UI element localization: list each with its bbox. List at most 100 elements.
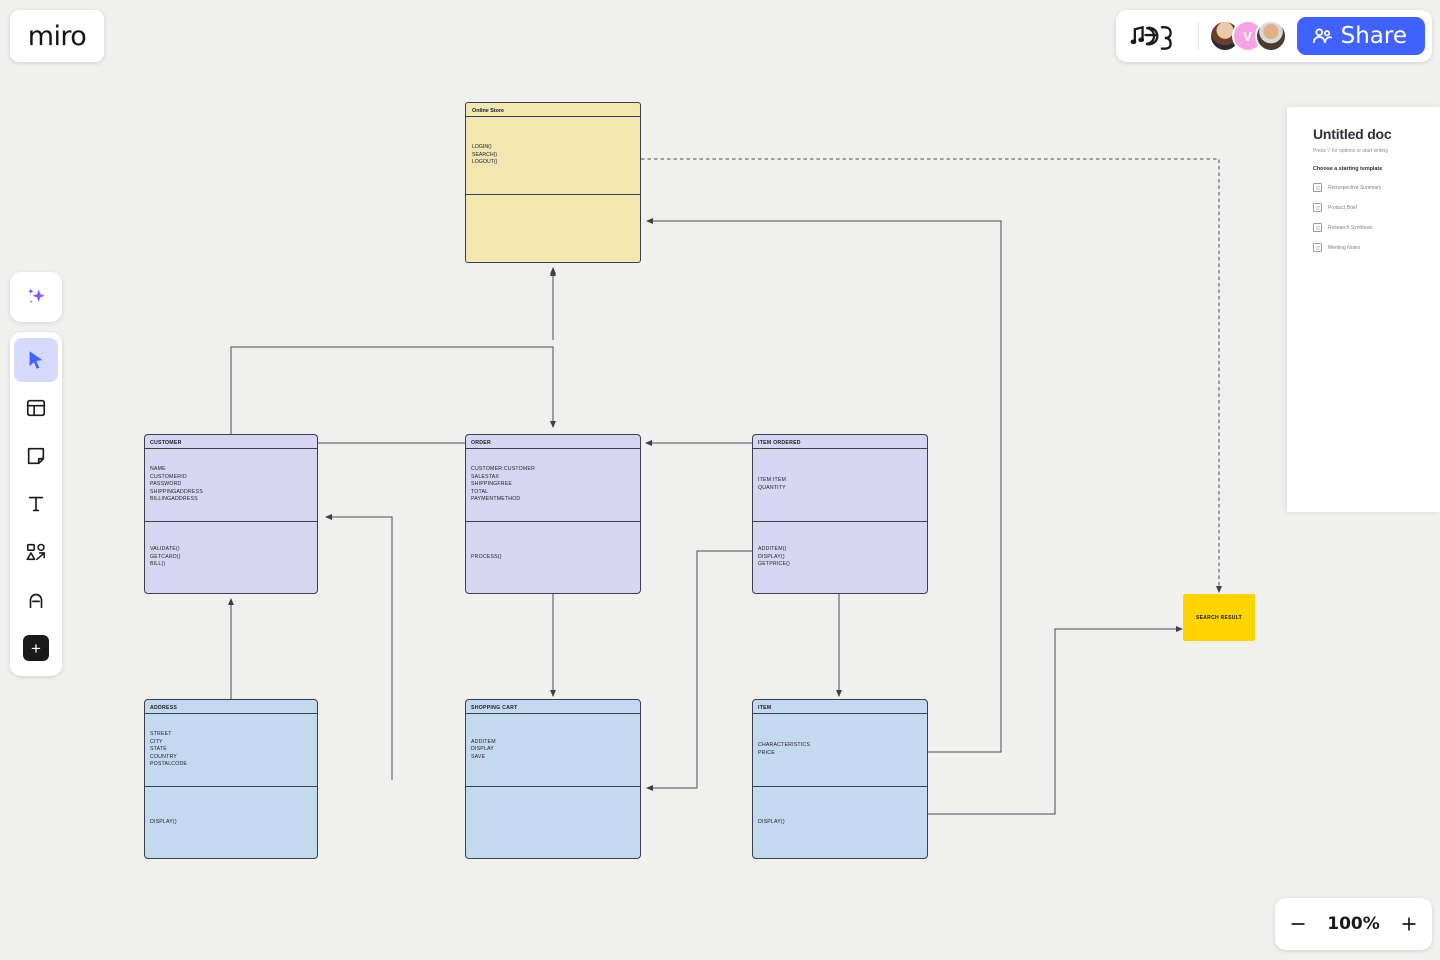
node-attributes: ITEM:ITEM QUANTITY bbox=[753, 449, 927, 522]
attribute-item: CUSTOMER:CUSTOMER bbox=[471, 466, 536, 473]
attribute-item: SAVE bbox=[471, 753, 486, 760]
shapes-tool[interactable] bbox=[14, 530, 58, 574]
node-attributes: CUSTOMER:CUSTOMER SALESTAX SHIPPINGFREE … bbox=[466, 449, 640, 522]
attribute-item: BILLINGADDRESS bbox=[150, 496, 198, 503]
select-tool[interactable] bbox=[14, 338, 58, 382]
sticky-tool[interactable] bbox=[14, 434, 58, 478]
zoom-in-button[interactable] bbox=[1392, 907, 1426, 941]
template-item-retrospective-summary[interactable]: Retrospective Summary bbox=[1313, 183, 1424, 192]
templates-tool[interactable] bbox=[14, 386, 58, 430]
doc-title[interactable]: Untitled doc bbox=[1313, 126, 1392, 142]
node-title: SHOPPING CART bbox=[466, 700, 640, 714]
share-label: Share bbox=[1340, 23, 1407, 49]
operation-item: BILL() bbox=[150, 561, 166, 568]
cursor-icon bbox=[29, 351, 43, 369]
attribute-item: CITY bbox=[150, 738, 163, 745]
sticky-note-icon bbox=[27, 447, 45, 465]
node-attributes: NAME CUSTOMERID PASSWORD SHIPPINGADDRESS… bbox=[145, 449, 317, 522]
node-title: ADDRESS bbox=[145, 700, 317, 714]
pen-tool[interactable] bbox=[14, 578, 58, 622]
plus-icon[interactable]: + bbox=[23, 635, 49, 661]
shapes-arrow-icon bbox=[26, 543, 46, 561]
collaborator-avatars[interactable]: V bbox=[1208, 20, 1287, 52]
node-operations: ADDITEM() DISPLAY() GETPRICE() bbox=[753, 522, 927, 593]
attribute-item: CHARACTERISTICS bbox=[758, 742, 810, 749]
share-button[interactable]: Share bbox=[1296, 17, 1425, 55]
template-item-research-synthesis[interactable]: Research Synthesis bbox=[1313, 223, 1424, 232]
operation-item: PROCESS() bbox=[471, 553, 502, 560]
pen-nib-icon bbox=[29, 593, 43, 609]
attribute-item: TOTAL bbox=[471, 488, 489, 495]
zoom-out-button[interactable] bbox=[1281, 907, 1315, 941]
zoom-control[interactable]: 100% bbox=[1275, 898, 1432, 950]
node-item-ordered[interactable]: ITEM ORDERED ITEM:ITEM QUANTITY ADDITEM(… bbox=[752, 434, 928, 594]
doc-template-icon bbox=[1313, 203, 1322, 212]
layout-grid-icon bbox=[26, 399, 46, 417]
more-tool[interactable]: + bbox=[14, 626, 58, 670]
text-tool[interactable] bbox=[14, 482, 58, 526]
people-icon bbox=[1312, 28, 1332, 44]
music-doodle-icon[interactable] bbox=[1130, 21, 1188, 51]
node-shopping-cart[interactable]: SHOPPING CART ADDITEM DISPLAY SAVE bbox=[465, 699, 641, 859]
node-item[interactable]: ITEM CHARACTERISTICS PRICE DISPLAY() bbox=[752, 699, 928, 859]
node-order[interactable]: ORDER CUSTOMER:CUSTOMER SALESTAX SHIPPIN… bbox=[465, 434, 641, 594]
toolbar-ai-panel[interactable] bbox=[10, 272, 62, 322]
attribute-item: STATE bbox=[150, 746, 167, 753]
operation-item: GETPRICE() bbox=[758, 561, 790, 568]
attribute-item: STREET bbox=[150, 731, 172, 738]
miro-logo[interactable]: miro bbox=[10, 10, 104, 62]
attribute-item: SALESTAX bbox=[471, 473, 500, 480]
node-attributes: ADDITEM DISPLAY SAVE bbox=[466, 714, 640, 787]
attribute-item: ADDITEM bbox=[471, 738, 496, 745]
template-label: Product Brief bbox=[1328, 204, 1357, 211]
operation-item: DISPLAY() bbox=[758, 553, 785, 560]
node-attributes: STREET CITY STATE COUNTRY POSTALCODE bbox=[145, 714, 317, 787]
template-label: Retrospective Summary bbox=[1328, 184, 1382, 191]
attribute-item: PAYMENTMETHOD bbox=[471, 496, 521, 503]
operation-item: DISPLAY() bbox=[150, 818, 177, 825]
attribute-item: ITEM:ITEM bbox=[758, 477, 787, 484]
template-label: Meeting Notes bbox=[1328, 244, 1361, 251]
node-search-result[interactable]: SEARCH RESULT bbox=[1183, 594, 1255, 641]
attribute-item: SHIPPINGFREE bbox=[471, 481, 513, 488]
doc-side-panel[interactable]: Untitled doc Press '/' for options or st… bbox=[1287, 107, 1440, 512]
plus-icon bbox=[1402, 917, 1416, 931]
node-address[interactable]: ADDRESS STREET CITY STATE COUNTRY POSTAL… bbox=[144, 699, 318, 859]
toolbar-main-panel[interactable]: + bbox=[10, 332, 62, 676]
template-item-product-brief[interactable]: Product Brief bbox=[1313, 203, 1424, 212]
attribute-item: DISPLAY bbox=[471, 746, 494, 753]
attribute-item: PASSWORD bbox=[150, 481, 182, 488]
doc-template-icon bbox=[1313, 183, 1322, 192]
doc-section-label: Choose a starting template bbox=[1313, 166, 1383, 172]
avatar[interactable] bbox=[1254, 20, 1287, 52]
zoom-level: 100% bbox=[1327, 914, 1380, 934]
header-divider bbox=[1197, 22, 1199, 50]
attribute-item: SHIPPINGADDRESS bbox=[150, 488, 203, 495]
doc-template-icon bbox=[1313, 223, 1322, 232]
node-customer[interactable]: CUSTOMER NAME CUSTOMERID PASSWORD SHIPPI… bbox=[144, 434, 318, 594]
node-operations: DISPLAY() bbox=[753, 787, 927, 858]
node-online-store[interactable]: Online Store LOGIN() SEARCH() LOGOUT() bbox=[465, 102, 641, 263]
operation-item: ADDITEM() bbox=[758, 546, 787, 553]
ai-tool[interactable] bbox=[14, 275, 58, 319]
node-operations bbox=[466, 787, 640, 858]
node-operations: LOGIN() SEARCH() LOGOUT() bbox=[466, 117, 640, 195]
minus-icon bbox=[1291, 923, 1305, 925]
doc-hint: Press '/' for options or start writing bbox=[1313, 148, 1388, 154]
attribute-item: COUNTRY bbox=[150, 753, 177, 760]
node-operations: VALIDATE() GETCARD() BILL() bbox=[145, 522, 317, 593]
node-title: CUSTOMER bbox=[145, 435, 317, 449]
template-label: Research Synthesis bbox=[1328, 224, 1373, 231]
doc-template-icon bbox=[1313, 243, 1322, 252]
attribute-item: NAME bbox=[150, 466, 166, 473]
operation-item: GETCARD() bbox=[150, 553, 181, 560]
miro-wordmark: miro bbox=[27, 20, 87, 52]
attribute-item: POSTALCODE bbox=[150, 761, 188, 768]
node-title: ITEM bbox=[753, 700, 927, 714]
attribute-item: CUSTOMERID bbox=[150, 473, 187, 480]
node-attributes: CHARACTERISTICS PRICE bbox=[753, 714, 927, 787]
operation-item: SEARCH() bbox=[472, 151, 498, 158]
template-item-meeting-notes[interactable]: Meeting Notes bbox=[1313, 243, 1424, 252]
